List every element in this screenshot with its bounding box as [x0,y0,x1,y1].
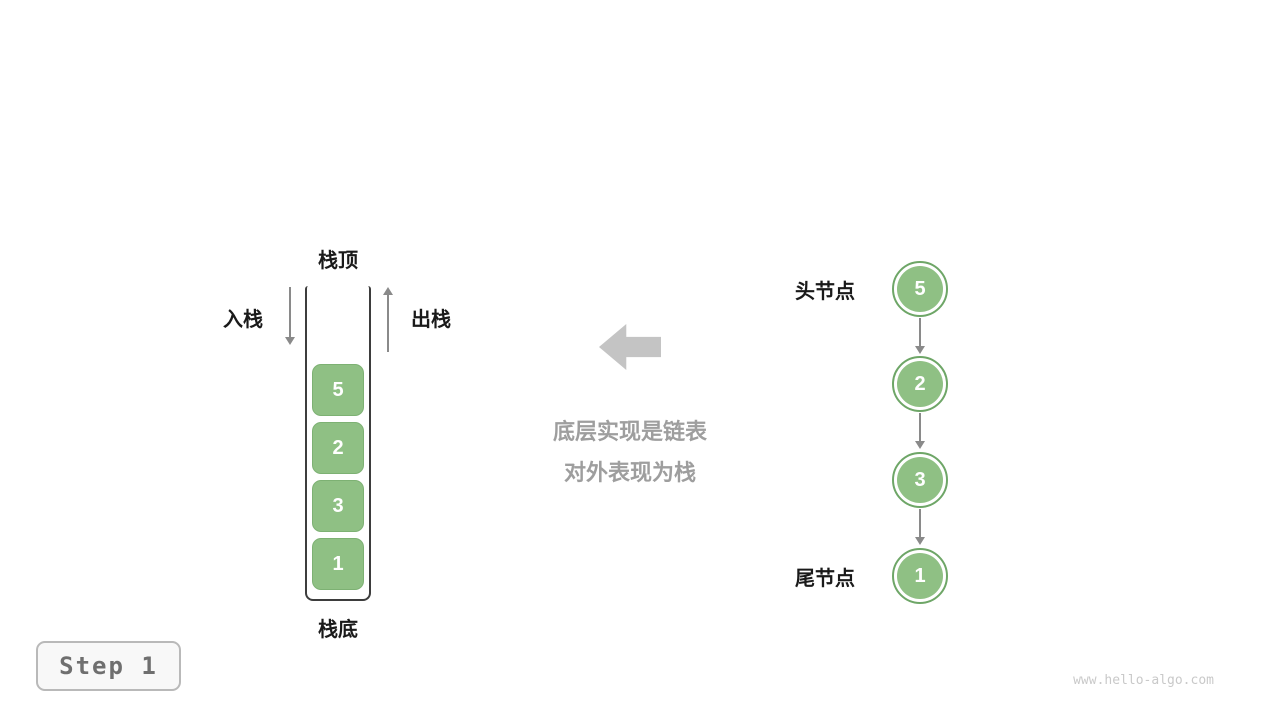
pop-label: 出栈 [411,309,451,331]
node-value: 2 [897,361,943,407]
push-down-arrow-icon [285,287,295,345]
step-badge: Step 1 [36,641,181,691]
linked-list-node: 1 [892,548,948,604]
stack-item: 1 [312,538,364,590]
stack-bottom-label: 栈底 [318,619,358,641]
stack-top-label: 栈顶 [318,250,358,272]
node-value: 5 [897,266,943,312]
watermark: www.hello-algo.com [1073,673,1214,688]
linked-list-node: 2 [892,356,948,412]
link-down-arrow-icon [915,318,925,354]
tail-node-label: 尾节点 [795,568,855,590]
link-down-arrow-icon [915,413,925,449]
caption-line-1: 底层实现是链表 [552,419,707,444]
stack-item: 3 [312,480,364,532]
left-arrow-icon [599,324,661,370]
link-down-arrow-icon [915,509,925,545]
node-value: 1 [897,553,943,599]
head-node-label: 头节点 [795,281,855,303]
caption-line-2: 对外表现为栈 [563,460,696,485]
linked-list-node: 3 [892,452,948,508]
linked-list-node: 5 [892,261,948,317]
push-label: 入栈 [223,309,263,331]
pop-up-arrow-icon [383,287,393,352]
stack-item: 5 [312,364,364,416]
stack-item: 2 [312,422,364,474]
node-value: 3 [897,457,943,503]
